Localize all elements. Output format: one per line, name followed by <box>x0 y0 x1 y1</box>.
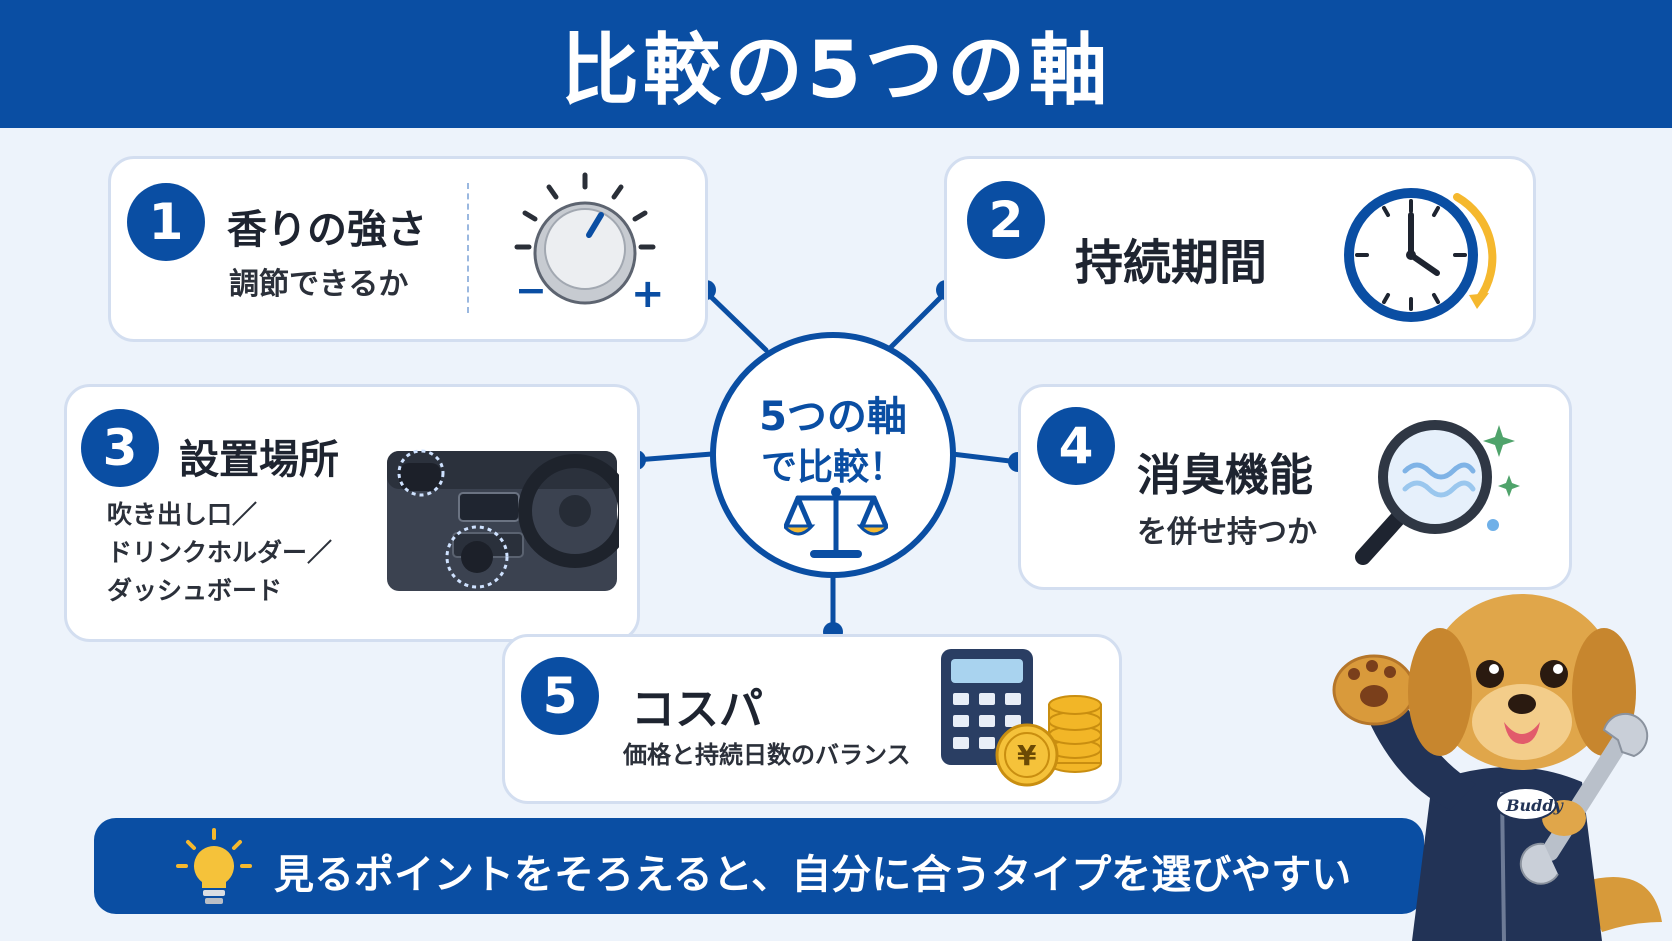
hub-subtitle: で比較！ <box>760 447 905 488</box>
car-dashboard-icon <box>387 449 619 591</box>
card-number: 5 <box>521 657 599 735</box>
card-title: 消臭機能 <box>1137 450 1313 501</box>
lightbulb-icon <box>176 828 252 904</box>
calculator-coins-icon: ¥ <box>941 649 1102 787</box>
mascot-badge: Buddy <box>1505 796 1565 815</box>
card-duration: 2 持続期間 <box>944 156 1536 342</box>
minus-sign: − <box>515 268 547 312</box>
tip-text: 見るポイントをそろえると、自分に合うタイプを選びやすい <box>274 852 1352 898</box>
balance-scale-icon <box>784 487 888 558</box>
card-subtitle: を併せ持つか <box>1137 515 1317 550</box>
card-number: 1 <box>127 183 205 261</box>
card-number: 3 <box>81 409 159 487</box>
placement-line-3: ダッシュボード <box>107 576 283 605</box>
dog-mascot-icon: Buddy <box>1332 594 1662 941</box>
card-title: 設置場所 <box>179 437 339 483</box>
card-deodorizing: 4 消臭機能 を併せ持つか <box>1018 384 1572 590</box>
hub-title: 5つの軸 <box>759 394 907 440</box>
card-cost-performance: 5 コスパ 価格と持続日数のバランス ¥ <box>502 634 1122 804</box>
magnifier-icon <box>1355 420 1520 565</box>
connector-1 <box>703 289 769 353</box>
plus-sign: + <box>631 271 665 317</box>
card-placement: 3 設置場所 吹き出し口／ ドリンクホルダー／ ダッシュボード <box>64 384 640 642</box>
placement-line-1: 吹き出し口／ <box>107 500 258 529</box>
card-title: 香りの強さ <box>227 207 427 253</box>
header-bar: 比較の5つの軸 <box>0 0 1672 128</box>
card-fragrance-strength: 1 香りの強さ 調節できるか − + <box>108 156 708 342</box>
page-title: 比較の5つの軸 <box>560 26 1112 116</box>
card-title: コスパ <box>631 684 763 735</box>
card-number: 4 <box>1037 407 1115 485</box>
card-title: 持続期間 <box>1075 235 1268 291</box>
clock-icon <box>1344 188 1497 322</box>
dial-knob-icon: − + <box>514 172 665 317</box>
connector-4 <box>949 451 1021 465</box>
card-number: 2 <box>967 181 1045 259</box>
center-hub: 5つの軸 で比較！ <box>710 332 956 578</box>
connector-2 <box>885 289 949 353</box>
tip-banner: 見るポイントをそろえると、自分に合うタイプを選びやすい <box>94 818 1424 914</box>
card-subtitle: 調節できるか <box>229 267 409 302</box>
placement-line-2: ドリンクホルダー／ <box>107 538 333 567</box>
divider <box>467 183 469 313</box>
card-subtitle: 価格と持続日数のバランス <box>623 741 911 769</box>
connector-3 <box>633 451 715 463</box>
yen-symbol: ¥ <box>1017 739 1037 772</box>
